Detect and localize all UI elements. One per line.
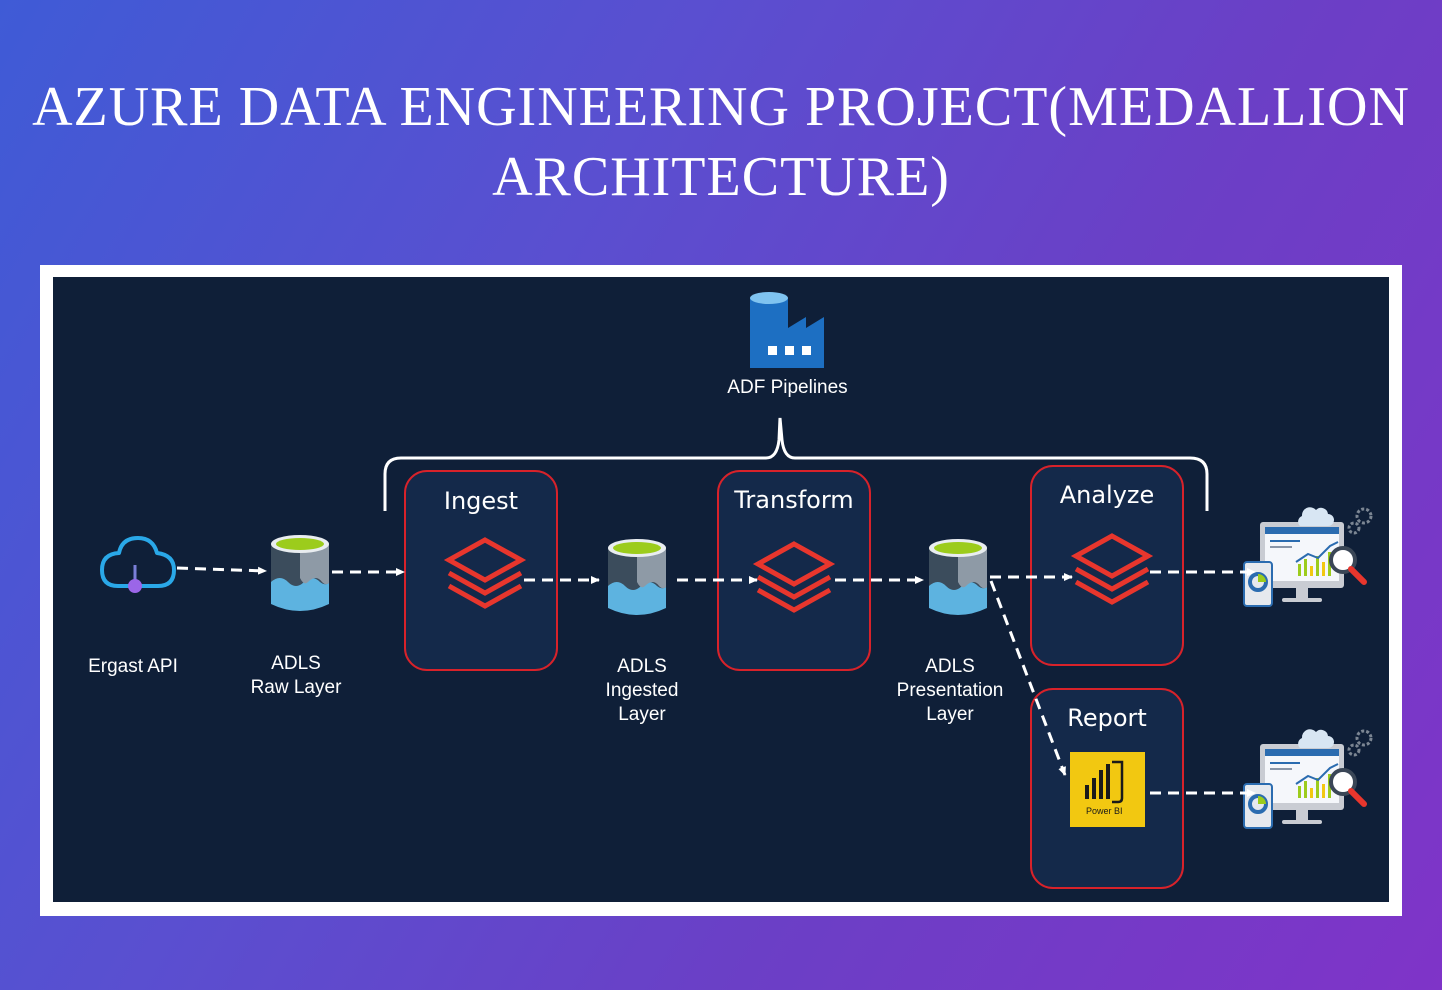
report-dashboard-icon	[1244, 729, 1371, 828]
adf-pipelines-label: ADF Pipelines	[727, 377, 848, 398]
arrow-api-to-raw	[176, 566, 267, 575]
stage-box-transform[interactable]	[717, 470, 871, 671]
stage-label-transform: Transform	[734, 486, 854, 514]
page-title: AZURE DATA ENGINEERING PROJECT(MEDALLION…	[32, 76, 1410, 208]
stage-label-ingest: Ingest	[443, 487, 519, 515]
node-label-presentation: ADLS Presentation Layer	[896, 656, 1004, 725]
stage-box-ingest[interactable]	[404, 470, 558, 671]
stage-label-report: Report	[1067, 704, 1147, 732]
stage-label-analyze: Analyze	[1059, 481, 1155, 509]
adls-raw-icon	[271, 535, 329, 611]
api-cloud-icon	[100, 536, 176, 593]
power-bi-label: Power BI	[1086, 806, 1123, 816]
analytics-dashboard-icon	[1244, 507, 1371, 606]
node-label-ingested: ADLS Ingested Layer	[605, 656, 679, 725]
power-bi-icon	[1070, 752, 1145, 827]
node-label-ergast: Ergast API	[88, 656, 178, 677]
stage-box-analyze[interactable]	[1030, 465, 1184, 666]
data-factory-icon	[750, 292, 824, 368]
adls-presentation-icon	[929, 539, 987, 615]
adls-ingested-icon	[608, 539, 666, 615]
pipeline-bracket	[383, 417, 1209, 511]
node-label-raw: ADLS Raw Layer	[250, 653, 342, 698]
